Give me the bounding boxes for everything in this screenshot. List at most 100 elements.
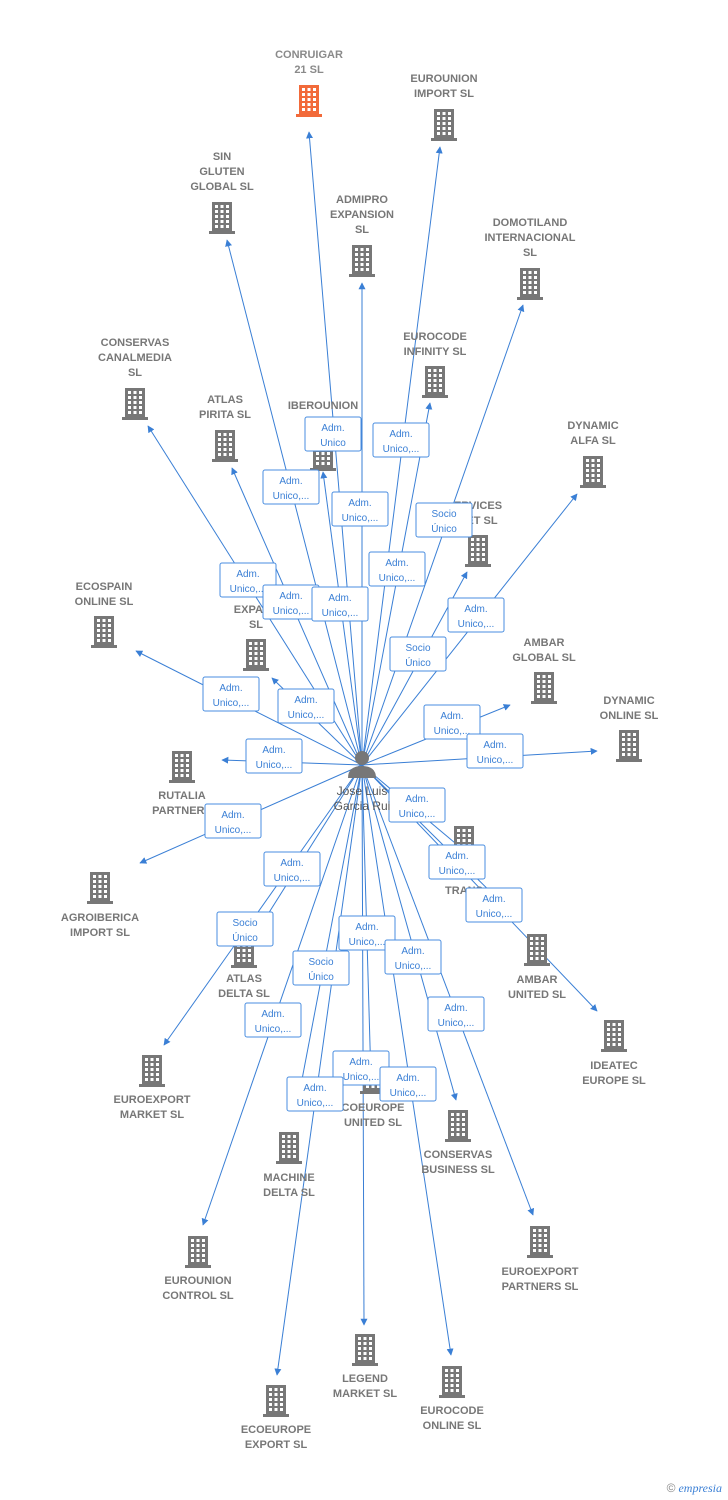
role-label-text: Unico,...	[215, 825, 252, 836]
role-label-atlas-pirita[interactable]: Adm.Unico,...	[262, 469, 320, 505]
role-label-admipro[interactable]: Adm.Unico,...	[331, 491, 389, 527]
company-label-line: EUROCODE	[420, 1405, 484, 1417]
building-icon	[445, 1110, 471, 1142]
company-label-line: PARTNERS SL	[502, 1281, 579, 1293]
company-label-line: AGROIBERICA	[61, 912, 139, 924]
building-icon	[276, 1132, 302, 1164]
company-label-line: IMPORT SL	[414, 88, 474, 100]
edge-euroexport-market	[163, 764, 363, 1046]
brand-name: empresia	[678, 1481, 722, 1495]
role-label-eurocode-online[interactable]: Adm.Unico,...	[379, 1066, 437, 1102]
building-icon	[465, 535, 491, 567]
company-label-line: CONRUIGAR	[275, 49, 343, 61]
role-label-text: Unico,...	[297, 1098, 334, 1109]
company-node-euroexport-partners[interactable]: EUROEXPORT PARTNERS SL	[501, 1226, 579, 1293]
company-label-line: MARKET SL	[333, 1388, 397, 1400]
company-label-line: SIN	[213, 151, 231, 163]
role-label-dynamic-online[interactable]: Adm.Unico,...	[466, 733, 524, 769]
role-label-ecospain[interactable]: Adm.Unico,...	[202, 676, 260, 712]
role-label-text: Adm.	[444, 1003, 467, 1014]
role-label-box	[379, 1066, 437, 1102]
company-label-line: AMBAR	[517, 974, 558, 986]
role-label-text: Unico,...	[477, 755, 514, 766]
role-label-box	[204, 803, 262, 839]
role-label-text: Adm.	[396, 1073, 419, 1084]
role-label-box	[286, 1076, 344, 1112]
role-label-ambar-global[interactable]: Adm.Unico,...	[423, 704, 481, 740]
role-label-ambar-united[interactable]: Adm.Unico,...	[428, 844, 486, 880]
footer-brand[interactable]: ©empresia	[667, 1481, 722, 1496]
company-label-line: ATLAS	[207, 394, 243, 406]
company-label-line: COEUROPE	[342, 1102, 405, 1114]
role-label-machine-delta[interactable]: Adm.Unico,...	[384, 939, 442, 975]
role-label-eurounion-control[interactable]: Adm.Unico,...	[244, 1002, 302, 1038]
company-label-line: IDEATEC	[590, 1060, 638, 1072]
company-label-line: DELTA SL	[263, 1187, 315, 1199]
role-label-rutalia[interactable]: Adm.Unico,...	[245, 738, 303, 774]
role-label-box	[466, 733, 524, 769]
role-label-eurocode-infinity[interactable]: Adm.Unico,...	[372, 422, 430, 458]
company-label-line: ECOEUROPE	[241, 1424, 311, 1436]
role-label-ideatec[interactable]: Adm.Unico,...	[465, 887, 523, 923]
role-label-conservas-canalmedia[interactable]: Adm.Unico,...	[219, 562, 277, 598]
role-label-expans[interactable]: Adm.Unico,...	[277, 688, 335, 724]
role-label-box	[427, 996, 485, 1032]
role-label-text: Unico,...	[383, 444, 420, 455]
role-label-conruigar[interactable]: Adm.Unico,...	[311, 586, 369, 622]
role-label-et-trans[interactable]: Adm.Unico,...	[388, 787, 446, 823]
role-label-box	[292, 950, 350, 986]
role-label-box	[244, 1002, 302, 1038]
company-label-line: LEGEND	[342, 1373, 388, 1385]
role-label-text: Adm.	[279, 476, 302, 487]
company-node-legend-market[interactable]: LEGEND MARKET SL	[333, 1334, 397, 1400]
role-label-box	[338, 915, 396, 951]
company-label-line: ECOSPAIN	[76, 581, 133, 593]
building-icon	[431, 109, 457, 141]
edge-euroexport-partners	[361, 764, 535, 1216]
role-label-ecoeurope-united[interactable]: Adm.Unico,...	[338, 915, 396, 951]
role-label-text: Adm.	[236, 569, 259, 580]
role-label-euroexport-market[interactable]: Adm.Unico,...	[263, 851, 321, 887]
role-label-ecoeurope-export[interactable]: Adm.Unico,...	[286, 1076, 344, 1112]
role-label-sin-gluten[interactable]: Adm.Unico,...	[262, 584, 320, 620]
role-label-agroiberica[interactable]: Adm.Unico,...	[204, 803, 262, 839]
role-label-text: Único	[431, 522, 457, 535]
role-label-euroexport-partners[interactable]: Adm.Unico,...	[427, 996, 485, 1032]
role-label-domotiland[interactable]: Adm.Unico,...	[368, 551, 426, 587]
role-label-dynamic-alfa[interactable]: Adm.Unico,...	[447, 597, 505, 633]
role-label-iberounion[interactable]: Adm.Unico	[304, 416, 362, 452]
company-label-line: DOMOTILAND	[493, 217, 568, 229]
company-label-line: EUROEXPORT	[501, 1266, 578, 1278]
role-label-box	[465, 887, 523, 923]
